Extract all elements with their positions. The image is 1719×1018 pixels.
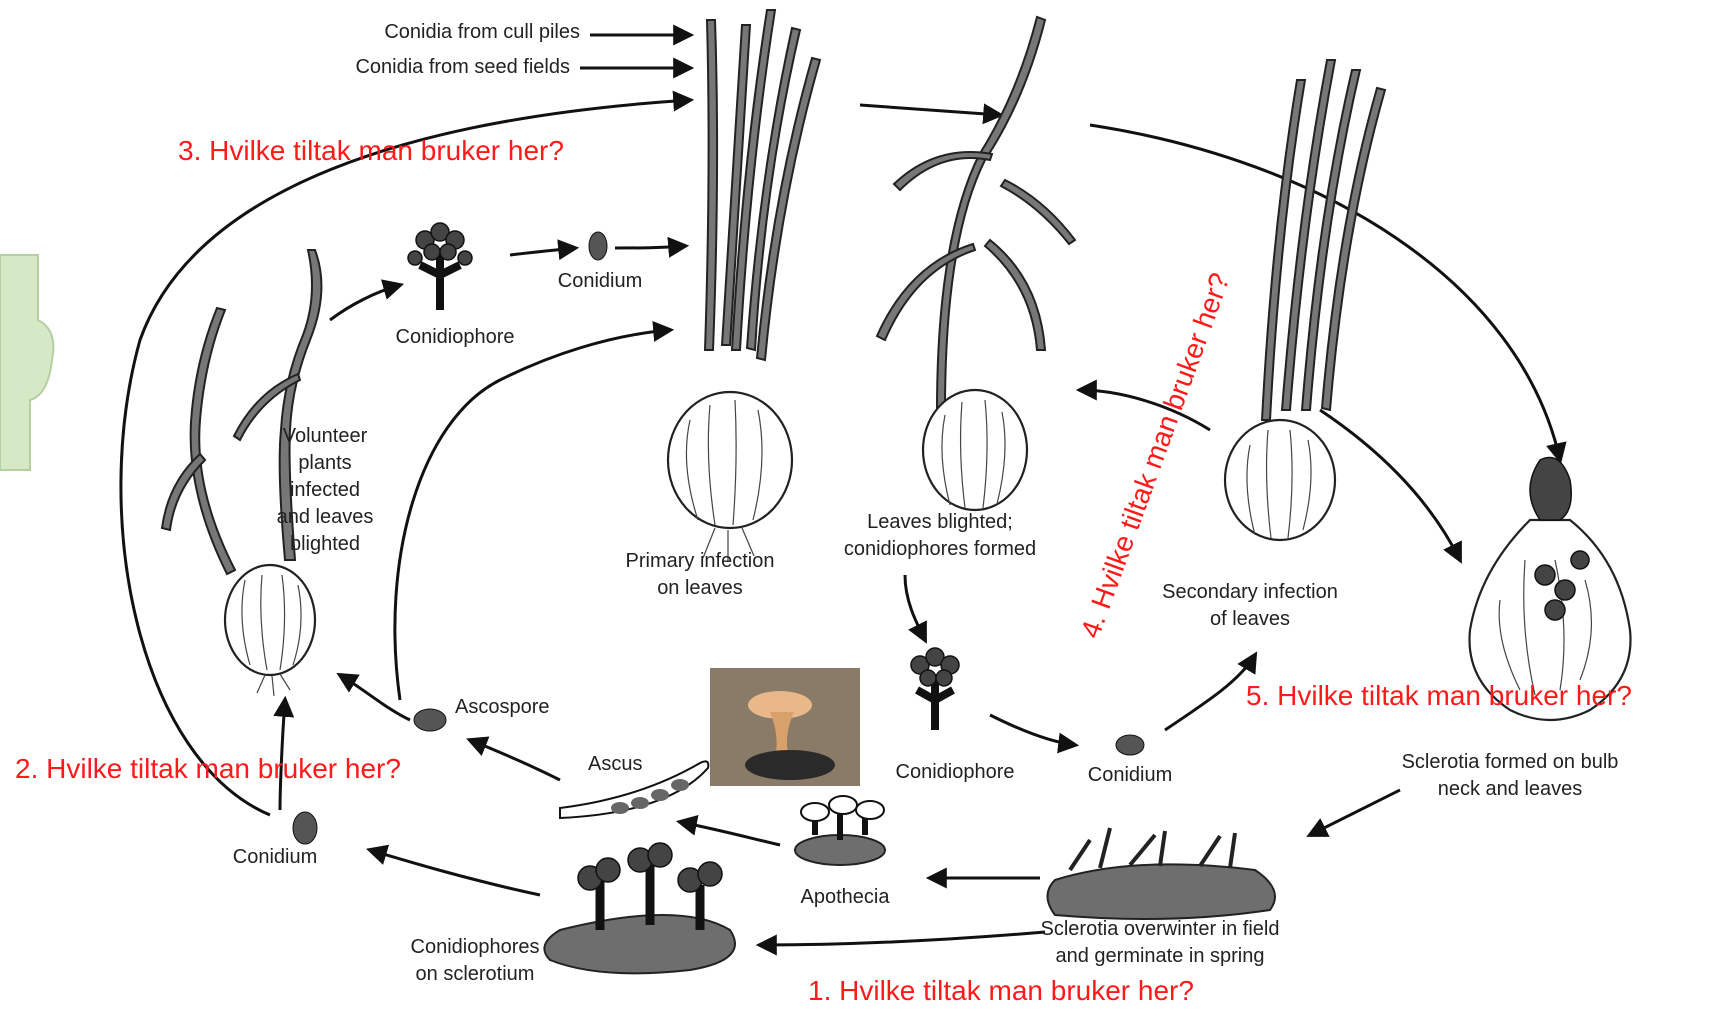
conidiophore-to-conidium-top-arrow <box>510 248 575 255</box>
conidium-to-plant-arrow <box>615 246 685 248</box>
label-primary-1: Primary infection <box>626 550 775 572</box>
label-overwinter-2: and germinate in spring <box>1055 945 1264 967</box>
label-primary-2: on leaves <box>657 577 743 599</box>
conidiophore-to-conidium-arrow <box>990 715 1075 745</box>
question-5: 5. Hvilke tiltak man bruker her? <box>1246 680 1632 711</box>
label-secondary-1: Secondary infection <box>1162 581 1338 603</box>
label-sclerotia-formed-2: neck and leaves <box>1438 778 1583 800</box>
label-volunteer-2: plants <box>298 452 351 474</box>
conidium-to-secondary-arrow <box>1165 655 1255 730</box>
conidiophores-on-sclerotium-illustration <box>544 843 735 973</box>
label-volunteer-5: blighted <box>290 533 360 555</box>
label-apothecia: Apothecia <box>801 886 891 908</box>
blighted-plant <box>877 17 1075 510</box>
label-conidium-mid: Conidium <box>1088 764 1172 786</box>
conidiophore-middle-illustration <box>911 648 959 730</box>
conidium-spore-left <box>293 812 317 844</box>
label-conidiophore-top: Conidiophore <box>396 326 515 348</box>
ascospore-spore <box>414 709 446 731</box>
label-overwinter-1: Sclerotia overwinter in field <box>1041 918 1280 940</box>
label-volunteer-1: Volunteer <box>283 425 368 447</box>
label-conidia-seed: Conidia from seed fields <box>355 56 570 78</box>
label-conidiophore-mid: Conidiophore <box>896 761 1015 783</box>
outer-left-arc-arrow <box>121 100 690 815</box>
conidiophores-to-conidium-arrow <box>370 850 540 895</box>
ascospore-to-plant-arrow <box>395 330 670 700</box>
label-blighted-2: conidiophores formed <box>844 538 1036 560</box>
overwinter-to-conidiophores-arrow <box>760 932 1045 945</box>
overwinter-sclerotia-illustration <box>1048 828 1276 919</box>
bulb-to-overwinter-arrow <box>1310 790 1400 835</box>
plant-to-sclerotia-arrow <box>1320 410 1460 560</box>
label-conidia-cull: Conidia from cull piles <box>384 21 580 43</box>
apothecium-photo <box>710 668 860 786</box>
question-3: 3. Hvilke tiltak man bruker her? <box>178 135 564 166</box>
label-secondary-2: of leaves <box>1210 608 1290 630</box>
ascus-to-ascospore-arrow <box>470 740 560 780</box>
label-ascus: Ascus <box>588 753 642 775</box>
question-1: 1. Hvilke tiltak man bruker her? <box>808 975 1194 1006</box>
secondary-infection-plant <box>1225 60 1385 540</box>
conidiophore-top-illustration <box>408 223 472 310</box>
label-conidiophores-sclerotium-2: on sclerotium <box>416 963 535 985</box>
puzzle-fragment-decoration <box>0 255 53 470</box>
label-ascospore: Ascospore <box>455 696 550 718</box>
question-2: 2. Hvilke tiltak man bruker her? <box>15 753 401 784</box>
label-blighted-1: Leaves blighted; <box>867 511 1013 533</box>
volunteer-to-conidiophore-arrow <box>330 285 400 320</box>
label-conidium-left: Conidium <box>233 846 317 868</box>
primary-to-blighted-arrow <box>860 105 1000 115</box>
label-volunteer-3: infected <box>290 479 360 501</box>
conidium-spore-mid <box>1116 735 1144 755</box>
primary-infection-plant <box>668 10 820 562</box>
label-conidiophores-sclerotium-1: Conidiophores <box>411 936 540 958</box>
label-sclerotia-formed-1: Sclerotia formed on bulb <box>1402 751 1619 773</box>
label-volunteer-4: and leaves <box>277 506 374 528</box>
conidium-spore-top <box>589 232 607 260</box>
label-conidium-top: Conidium <box>558 270 642 292</box>
apothecia-to-ascus-arrow <box>680 822 780 845</box>
apothecia-illustration <box>795 796 885 865</box>
blighted-to-conidiophore-arrow <box>905 575 925 640</box>
